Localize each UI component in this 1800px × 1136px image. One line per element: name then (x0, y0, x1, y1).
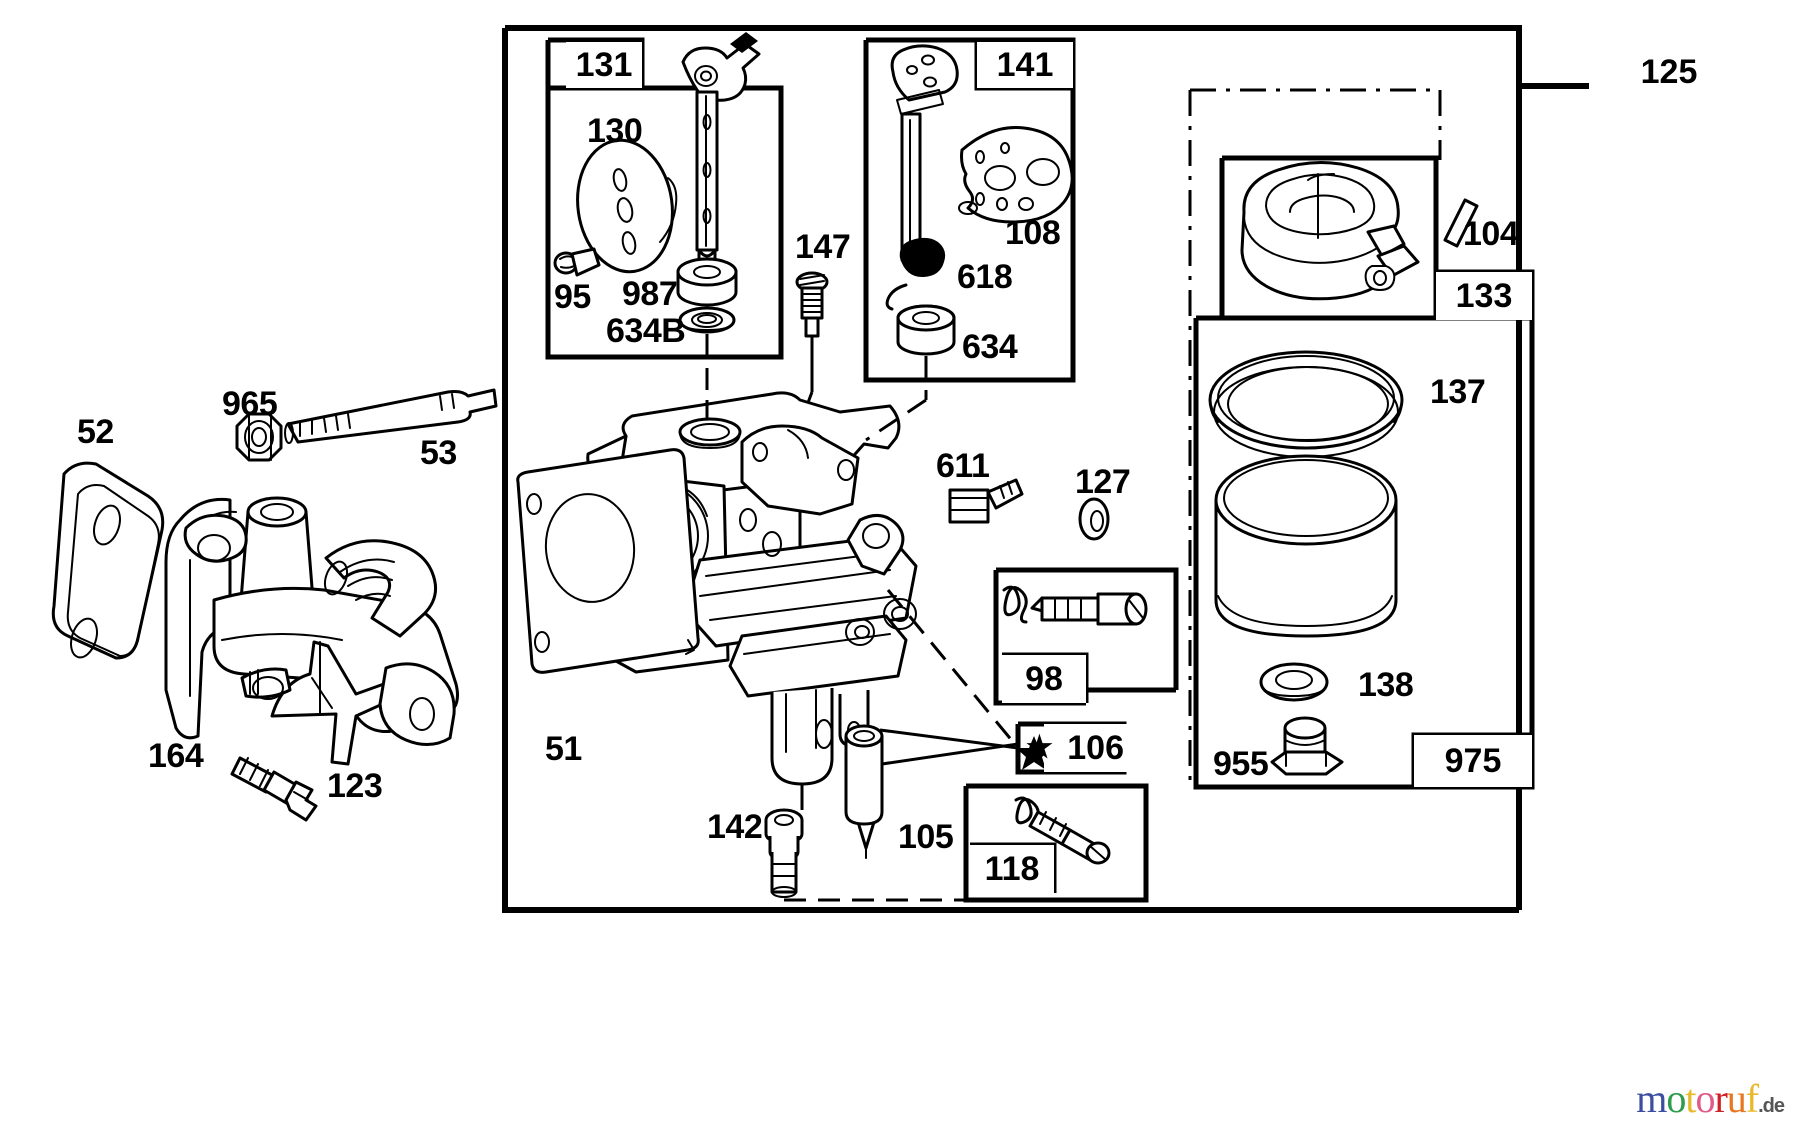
number-box-125-label: 125 (1640, 53, 1698, 91)
watermark-letter: o (1666, 1076, 1686, 1121)
part-125-air-cleaner-cover (1240, 161, 1420, 301)
watermark-letter: m (1636, 1076, 1667, 1121)
callout-130: 130 (587, 112, 643, 150)
part-123-screw (230, 756, 318, 822)
part-104-pin (1443, 198, 1479, 248)
watermark-letter: r (1714, 1076, 1727, 1121)
number-box-131-label: 131 (575, 46, 633, 84)
part-164-intake-manifold (164, 496, 459, 766)
part-118-spring-screw (1014, 796, 1111, 865)
number-box-106: 106 (1044, 724, 1130, 772)
callout-104: 104 (1463, 215, 1519, 253)
part-106-sleeve (844, 724, 1019, 826)
callout-138: 138 (1358, 666, 1414, 704)
number-box-98-label: 98 (1025, 660, 1063, 698)
part-965-nut (235, 412, 283, 462)
number-box-133: 133 (1436, 272, 1532, 320)
callout-164: 164 (148, 737, 204, 775)
number-box-141: 141 (977, 42, 1073, 88)
callout-611: 611 (936, 447, 990, 485)
number-box-98: 98 (1002, 655, 1086, 703)
callout-634B: 634B (606, 312, 686, 350)
number-box-118-label: 118 (984, 850, 1040, 888)
watermark-letter: o (1695, 1076, 1715, 1121)
part-choke-shaft-141 (890, 44, 959, 262)
part-130-throttle-plate (576, 138, 678, 274)
number-box-975: 975 (1414, 735, 1532, 787)
part-95-screw (553, 247, 601, 277)
part-throttle-shaft-131 (681, 32, 761, 264)
part-634B-seal (678, 306, 736, 334)
number-box-975-label: 975 (1444, 742, 1502, 780)
number-box-125: 125 (1589, 40, 1749, 104)
callout-52: 52 (77, 413, 114, 451)
part-634-seal (896, 304, 956, 356)
number-box-131: 131 (566, 42, 642, 88)
leader-106 (886, 589, 1020, 749)
part-955-bowl-nut (1270, 716, 1344, 776)
part-138-washer (1259, 662, 1329, 702)
callout-105: 105 (898, 818, 954, 856)
part-108-choke-plate (958, 125, 1074, 224)
callout-127: 127 (1075, 463, 1131, 501)
part-127-plug (1078, 497, 1110, 541)
callout-53: 53 (420, 434, 457, 472)
part-137-filter-cartridge (1214, 454, 1398, 638)
watermark-letter: f (1745, 1076, 1759, 1121)
star-icon-106: ★ (1026, 731, 1053, 764)
callout-142: 142 (707, 808, 763, 846)
number-box-133-label: 133 (1455, 277, 1513, 315)
callout-123: 123 (327, 767, 383, 805)
callout-108: 108 (1005, 214, 1061, 252)
callout-634: 634 (962, 328, 1018, 366)
part-52-intake-gasket (51, 461, 165, 660)
callout-51: 51 (545, 730, 582, 768)
part-137-air-filter (1208, 350, 1404, 458)
part-142-fuel-pipe (764, 784, 804, 898)
callout-987: 987 (622, 275, 678, 313)
part-611-fitting (948, 478, 1024, 524)
part-53-stud (284, 388, 498, 444)
number-box-106-label: 106 (1067, 729, 1124, 767)
callout-618: 618 (957, 258, 1013, 296)
callout-965: 965 (222, 385, 278, 423)
watermark-letter: u (1726, 1076, 1747, 1121)
callout-95: 95 (554, 278, 591, 316)
number-box-118: 118 (970, 845, 1054, 893)
group-125-dashed-frame (1188, 88, 1442, 790)
callout-147: 147 (795, 228, 851, 266)
part-51-gasket (516, 448, 700, 674)
callout-137: 137 (1430, 373, 1486, 411)
part-98-spring-needle (1002, 585, 1148, 626)
leader-141-body (865, 398, 927, 442)
motoruf-watermark: motoruf.de (1636, 1075, 1785, 1122)
part-147-idle-screw (795, 271, 829, 392)
leader-106b (879, 728, 1019, 750)
part-618-spring (885, 237, 946, 311)
watermark-suffix: .de (1758, 1095, 1785, 1117)
watermark-letter: t (1685, 1076, 1696, 1121)
number-box-141-label: 141 (996, 46, 1054, 84)
callout-955: 955 (1213, 745, 1269, 783)
part-987-washer (676, 257, 738, 307)
